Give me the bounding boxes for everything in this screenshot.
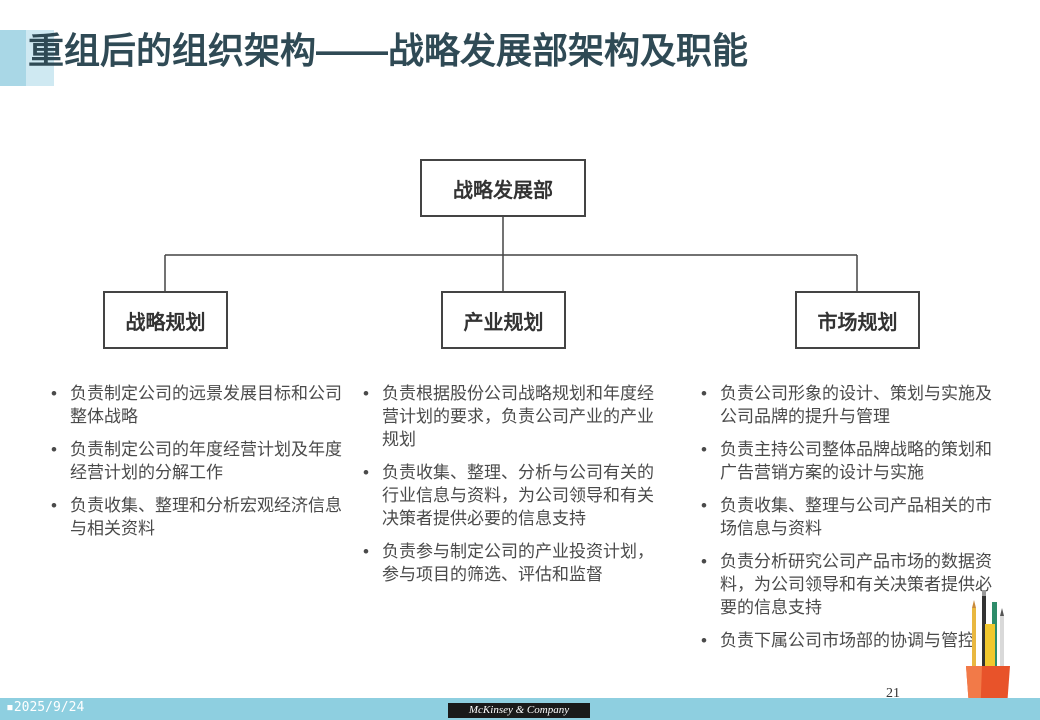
- list-item: • 负责下属公司市场部的协调与管控: [701, 629, 993, 652]
- list-item: • 负责制定公司的年度经营计划及年度经营计划的分解工作: [51, 438, 343, 484]
- footer-date-text: 2025/9/24: [13, 700, 85, 715]
- org-box-industry-planning: 产业规划: [441, 291, 566, 349]
- bullet-icon: •: [701, 552, 707, 571]
- bullet-icon: •: [51, 440, 57, 459]
- list-item-text: 负责参与制定公司的产业投资计划，参与项目的筛选、评估和监督: [382, 542, 654, 584]
- bullet-icon: •: [363, 463, 369, 482]
- bullet-icon: •: [701, 631, 707, 650]
- list-item-text: 负责制定公司的远景发展目标和公司整体战略: [70, 384, 342, 426]
- bullet-icon: •: [51, 384, 57, 403]
- list-item-text: 负责制定公司的年度经营计划及年度经营计划的分解工作: [70, 440, 342, 482]
- list-item: • 负责收集、整理和分析宏观经济信息与相关资料: [51, 494, 343, 540]
- page-number: 21: [886, 686, 900, 701]
- org-box-strategy-planning: 战略规划: [103, 291, 228, 349]
- page-title: 重组后的组织架构——战略发展部架构及职能: [28, 30, 749, 71]
- list-item: • 负责根据股份公司战略规划和年度经营计划的要求，负责公司产业的产业规划: [363, 382, 655, 451]
- list-item-text: 负责分析研究公司产品市场的数据资料，为公司领导和有关决策者提供必要的信息支持: [720, 552, 992, 617]
- list-item: • 负责参与制定公司的产业投资计划，参与项目的筛选、评估和监督: [363, 540, 655, 586]
- duty-list-industry: • 负责根据股份公司战略规划和年度经营计划的要求，负责公司产业的产业规划 • 负责收…: [363, 382, 655, 596]
- list-item-text: 负责收集、整理和分析宏观经济信息与相关资料: [70, 496, 342, 538]
- org-box-root: 战略发展部: [420, 159, 586, 217]
- duty-list-strategy: • 负责制定公司的远景发展目标和公司整体战略 • 负责制定公司的年度经营计划及年度经…: [51, 382, 343, 550]
- list-item-text: 负责收集、整理与公司产品相关的市场信息与资料: [720, 496, 992, 538]
- date-marker-icon: ▪: [6, 700, 14, 715]
- bullet-icon: •: [701, 496, 707, 515]
- duty-list-market: • 负责公司形象的设计、策划与实施及公司品牌的提升与管理 • 负责主持公司整体品牌战…: [701, 382, 993, 662]
- bullet-icon: •: [363, 384, 369, 403]
- list-item-text: 负责公司形象的设计、策划与实施及公司品牌的提升与管理: [720, 384, 992, 426]
- title-accent-block: [0, 30, 26, 86]
- footer-date: ▪2025/9/24: [6, 700, 84, 715]
- bullet-icon: •: [51, 496, 57, 515]
- list-item-text: 负责主持公司整体品牌战略的策划和广告营销方案的设计与实施: [720, 440, 992, 482]
- list-item: • 负责分析研究公司产品市场的数据资料，为公司领导和有关决策者提供必要的信息支持: [701, 550, 993, 619]
- bullet-icon: •: [363, 542, 369, 561]
- brand-logo: McKinsey & Company: [448, 703, 590, 718]
- bullet-icon: •: [701, 384, 707, 403]
- list-item: • 负责公司形象的设计、策划与实施及公司品牌的提升与管理: [701, 382, 993, 428]
- list-item: • 负责制定公司的远景发展目标和公司整体战略: [51, 382, 343, 428]
- list-item-text: 负责根据股份公司战略规划和年度经营计划的要求，负责公司产业的产业规划: [382, 384, 654, 449]
- list-item: • 负责收集、整理与公司产品相关的市场信息与资料: [701, 494, 993, 540]
- list-item-text: 负责收集、整理、分析与公司有关的行业信息与资料，为公司领导和有关决策者提供必要的…: [382, 463, 654, 528]
- org-box-market-planning: 市场规划: [795, 291, 920, 349]
- bullet-icon: •: [701, 440, 707, 459]
- list-item-text: 负责下属公司市场部的协调与管控: [720, 631, 975, 650]
- list-item: • 负责收集、整理、分析与公司有关的行业信息与资料，为公司领导和有关决策者提供必要…: [363, 461, 655, 530]
- title-accent-block-light: [26, 30, 54, 86]
- list-item: • 负责主持公司整体品牌战略的策划和广告营销方案的设计与实施: [701, 438, 993, 484]
